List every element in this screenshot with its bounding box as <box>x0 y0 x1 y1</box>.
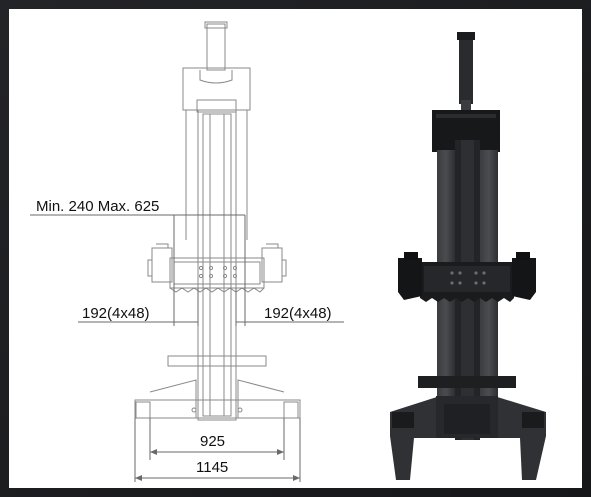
render-left-fork <box>398 258 422 300</box>
drawing-foot-bar <box>167 355 267 367</box>
dimension-left-profile: 192(4x48) <box>82 305 150 322</box>
dimension-lines <box>30 214 344 482</box>
drawing-carriage <box>169 257 265 289</box>
dimension-outer-width: 1145 <box>196 459 228 476</box>
drawing-column <box>197 109 237 421</box>
render-right-fork <box>512 258 536 300</box>
dimension-right-profile: 192(4x48) <box>264 305 332 322</box>
render-foot-bar <box>418 376 516 388</box>
drawing-right-fork <box>261 247 283 283</box>
render-cylinder <box>459 34 473 104</box>
drawing-cylinder <box>206 23 226 71</box>
product-render <box>390 32 546 480</box>
technical-drawing <box>134 21 301 421</box>
dimension-inner-width: 925 <box>200 433 225 450</box>
dimension-vertical-range: Min. 240 Max. 625 <box>36 198 159 215</box>
dimension-arrows <box>135 449 300 481</box>
